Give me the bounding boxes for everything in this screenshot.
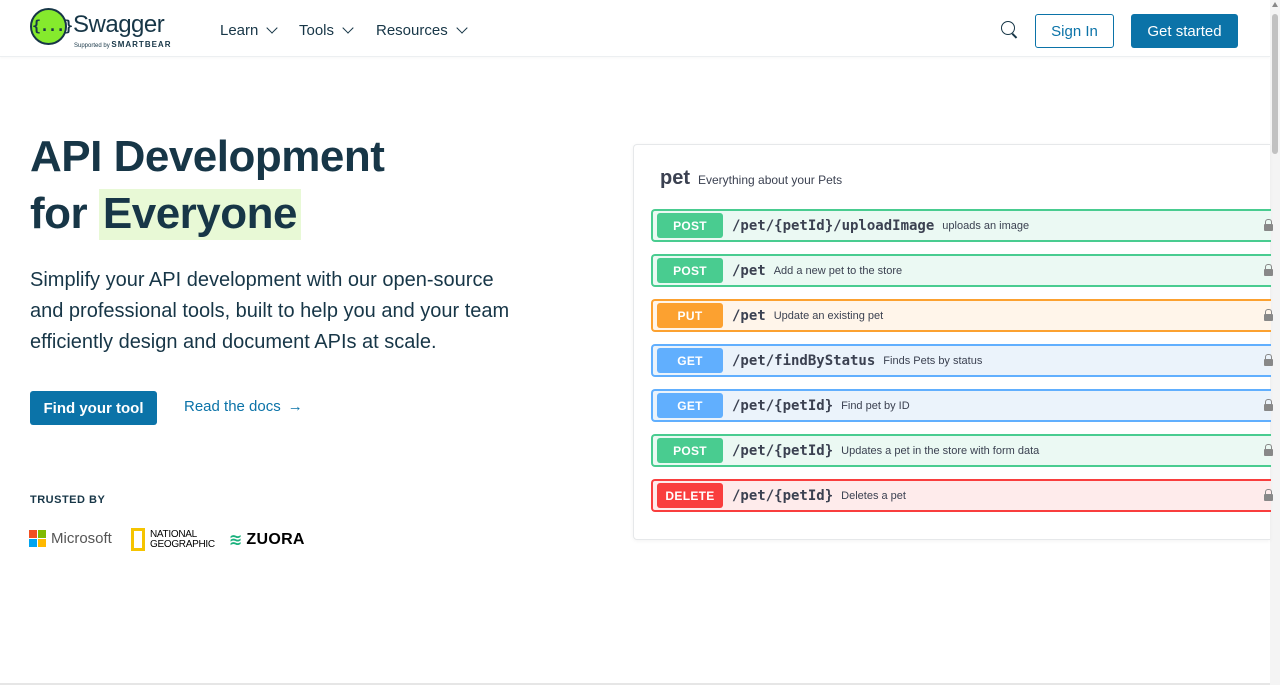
method-badge: GET	[657, 348, 723, 373]
operation-row[interactable]: GET /pet/{petId} Find pet by ID	[651, 389, 1273, 422]
zuora-mark-icon: ≋	[229, 532, 243, 549]
operation-row[interactable]: POST /pet Add a new pet to the store	[651, 254, 1273, 287]
find-your-tool-button[interactable]: Find your tool	[30, 391, 157, 425]
nav-learn-label: Learn	[220, 21, 259, 39]
swagger-logo[interactable]: {...} Swagger Supported by SMARTBEAR	[30, 8, 190, 50]
page-scrollbar[interactable]	[1270, 0, 1280, 685]
lock-icon[interactable]	[1264, 309, 1273, 321]
method-badge: DELETE	[657, 483, 723, 508]
operation-path: /pet/{petId}/uploadImage	[732, 217, 935, 234]
operation-path: /pet	[732, 307, 766, 324]
arrow-right-icon: →	[287, 398, 303, 415]
nav-learn[interactable]: Learn	[220, 20, 279, 40]
logo-subtitle: Supported by SMARTBEAR	[74, 40, 172, 49]
operation-path: /pet	[732, 262, 766, 279]
operation-row[interactable]: DELETE /pet/{petId} Deletes a pet	[651, 479, 1273, 512]
operation-summary: Finds Pets by status	[883, 354, 983, 367]
lock-icon[interactable]	[1264, 354, 1273, 366]
chevron-down-icon	[342, 21, 354, 34]
operation-row[interactable]: POST /pet/{petId} Updates a pet in the s…	[651, 434, 1273, 467]
lock-icon[interactable]	[1264, 264, 1273, 276]
operation-summary: Update an existing pet	[773, 309, 884, 322]
method-badge: POST	[657, 258, 723, 283]
chevron-down-icon	[456, 21, 468, 34]
operation-row[interactable]: GET /pet/findByStatus Finds Pets by stat…	[651, 344, 1273, 377]
read-the-docs-link[interactable]: Read the docs →	[184, 398, 303, 415]
method-badge: POST	[657, 438, 723, 463]
chevron-down-icon	[266, 21, 279, 34]
operation-summary: Find pet by ID	[841, 399, 910, 412]
operation-row[interactable]: PUT /pet Update an existing pet	[651, 299, 1273, 332]
api-tag-name[interactable]: pet	[660, 167, 690, 189]
method-badge: PUT	[657, 303, 723, 328]
zuora-logo: ≋ ZUORA	[229, 531, 305, 549]
operation-path: /pet/{petId}	[732, 442, 834, 459]
operation-row[interactable]: POST /pet/{petId}/uploadImage uploads an…	[651, 209, 1273, 242]
hero-title-line1: API Development	[30, 132, 385, 181]
read-the-docs-label: Read the docs	[184, 398, 281, 415]
lock-icon[interactable]	[1264, 219, 1273, 231]
scrollbar-thumb[interactable]	[1272, 14, 1278, 154]
operation-path: /pet/{petId}	[732, 487, 834, 504]
swagger-logo-icon: {...}	[30, 8, 73, 45]
api-operations-panel: pet Everything about your Pets POST /pet…	[633, 144, 1273, 540]
api-tag-description: Everything about your Pets	[698, 173, 843, 187]
hero-title-highlight: Everyone	[98, 189, 301, 240]
lock-icon[interactable]	[1264, 489, 1273, 501]
nav-resources-label: Resources	[376, 21, 448, 39]
natgeo-frame-icon	[131, 528, 145, 551]
sign-in-button[interactable]: Sign In	[1035, 14, 1114, 48]
operation-summary: Deletes a pet	[841, 489, 906, 502]
scroll-up-arrow-icon[interactable]	[1272, 2, 1278, 7]
operation-summary: Updates a pet in the store with form dat…	[841, 444, 1040, 457]
nav-tools[interactable]: Tools	[299, 20, 354, 40]
method-badge: POST	[657, 213, 723, 238]
nav-resources[interactable]: Resources	[376, 20, 468, 40]
lock-icon[interactable]	[1264, 444, 1273, 456]
microsoft-grid-icon	[29, 530, 46, 547]
logo-name: Swagger	[73, 11, 165, 38]
operation-summary: Add a new pet to the store	[773, 264, 903, 277]
search-icon[interactable]	[1001, 21, 1015, 35]
microsoft-logo: Microsoft	[29, 530, 112, 547]
page-bottom-divider	[0, 683, 1270, 685]
site-header: {...} Swagger Supported by SMARTBEAR Lea…	[0, 0, 1270, 57]
operation-path: /pet/findByStatus	[732, 352, 876, 369]
hero-title: API Development for Everyone	[30, 128, 385, 242]
hero-title-prefix: for	[30, 189, 88, 238]
nav-tools-label: Tools	[299, 21, 335, 39]
lock-icon[interactable]	[1264, 399, 1273, 411]
get-started-button[interactable]: Get started	[1131, 14, 1238, 48]
hero-description: Simplify your API development with our o…	[30, 269, 510, 353]
operation-path: /pet/{petId}	[732, 397, 834, 414]
trusted-by-label: TRUSTED BY	[30, 494, 106, 506]
method-badge: GET	[657, 393, 723, 418]
operation-summary: uploads an image	[942, 219, 1030, 232]
